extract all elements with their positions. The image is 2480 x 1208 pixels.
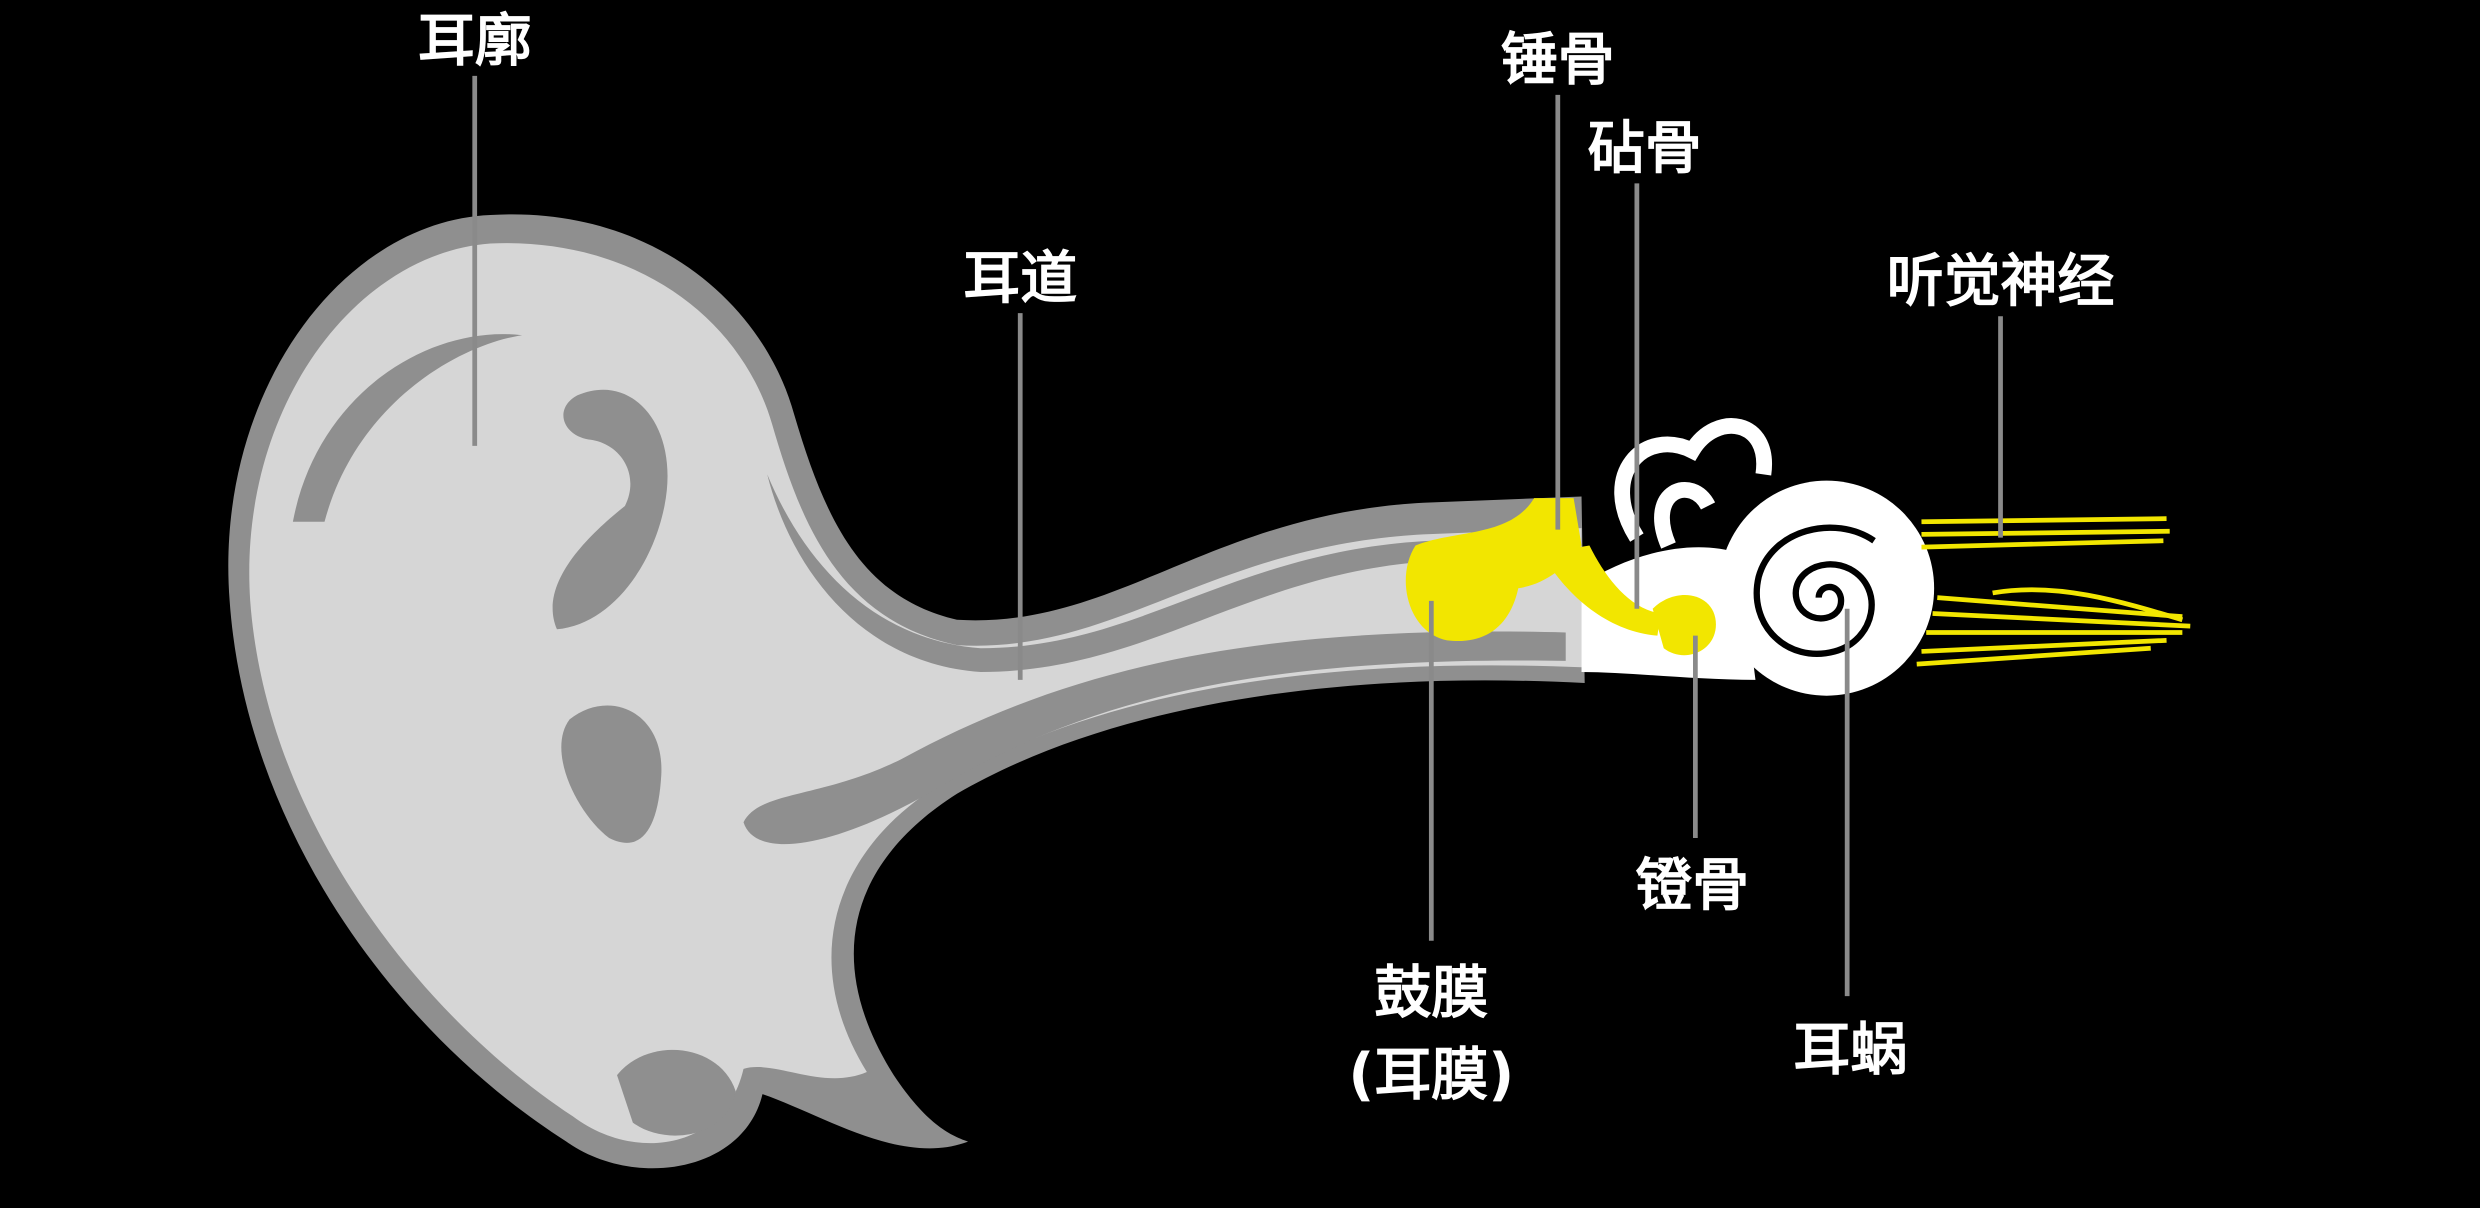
cochlea-spiral bbox=[1753, 524, 1876, 657]
stapes-shape bbox=[1652, 594, 1716, 656]
label-pinna: 耳廓 bbox=[418, 8, 532, 74]
malleus-shape bbox=[1405, 498, 1582, 642]
label-ear-canal: 耳道 bbox=[963, 245, 1077, 311]
concha-shade bbox=[561, 705, 662, 843]
label-malleus: 锤骨 bbox=[1501, 27, 1615, 93]
label-eardrum-alt: (耳膜) bbox=[1348, 1042, 1514, 1108]
label-cochlea: 耳蜗 bbox=[1793, 1017, 1907, 1083]
antihelix-shade bbox=[552, 389, 668, 630]
label-auditory-nerve: 听觉神经 bbox=[1887, 248, 2115, 314]
label-eardrum: 鼓膜 bbox=[1374, 960, 1488, 1026]
pinna-fill bbox=[249, 243, 1582, 1144]
canal-lower-shade bbox=[743, 631, 1566, 845]
outer-ear bbox=[228, 214, 1585, 1169]
incus-shape bbox=[1542, 545, 1661, 636]
label-stapes: 镫骨 bbox=[1635, 852, 1749, 918]
inner-ear bbox=[1581, 418, 1935, 696]
lobe-shade bbox=[617, 1049, 736, 1136]
label-incus: 砧骨 bbox=[1588, 116, 1702, 182]
helix-groove bbox=[292, 334, 523, 522]
canal-upper-shade bbox=[767, 474, 1432, 672]
semicircular-canals bbox=[1614, 418, 1772, 549]
ossicles bbox=[1405, 498, 1716, 656]
auditory-nerve bbox=[1916, 516, 2191, 667]
